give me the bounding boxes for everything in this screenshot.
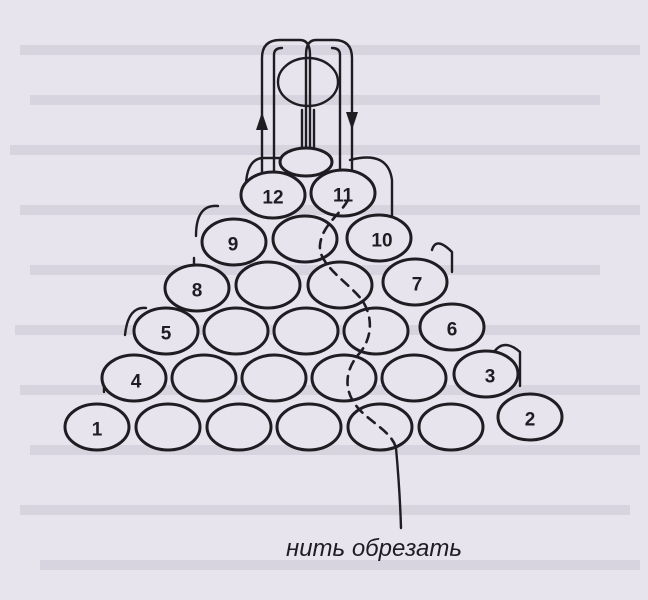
bead [381, 257, 449, 307]
thread-path-dashed [318, 198, 398, 450]
bead-label-8: 8 [192, 281, 203, 302]
bead [275, 402, 343, 452]
side-loops [102, 156, 522, 394]
bead-row-6 [239, 168, 377, 220]
bead [132, 306, 200, 356]
bead-label-9: 9 [228, 235, 239, 256]
bead [205, 402, 273, 452]
bead [380, 353, 448, 403]
bead [306, 260, 374, 310]
bead-labels: 1 2 3 4 5 6 7 8 9 10 11 12 [92, 186, 536, 441]
bead-label-4: 4 [131, 372, 142, 393]
caption-leader-line [394, 446, 403, 530]
top-loop [260, 38, 354, 192]
bead [134, 402, 202, 452]
bead [200, 217, 268, 267]
bead-row-1 [63, 392, 564, 452]
bead [170, 353, 238, 403]
bead [310, 353, 378, 403]
bead [452, 349, 520, 399]
bead-top-partial [278, 146, 334, 178]
bead-label-1: 1 [92, 420, 103, 441]
bead [342, 306, 410, 356]
bead [309, 168, 377, 218]
bead-label-2: 2 [525, 410, 536, 431]
bead [100, 353, 168, 403]
bead [418, 302, 486, 352]
arrow-up [256, 112, 268, 130]
bead-row-4 [163, 257, 449, 313]
caption-cut-thread: нить обрезать [286, 535, 462, 562]
bead [271, 214, 339, 264]
bead-label-11: 11 [333, 186, 354, 207]
bead [234, 260, 302, 310]
bead [417, 402, 485, 452]
bead [202, 306, 270, 356]
background-bleed [10, 45, 640, 570]
arrow-down [346, 112, 358, 130]
bead [496, 392, 564, 442]
bead [272, 306, 340, 356]
bead [163, 263, 231, 313]
bead-row-2 [100, 349, 520, 403]
bead-label-12: 12 [262, 188, 283, 209]
bead [239, 170, 307, 220]
bead [63, 402, 131, 452]
bead [240, 353, 308, 403]
bead-label-3: 3 [485, 367, 496, 388]
bead-label-6: 6 [447, 320, 458, 341]
bead-row-3 [132, 302, 486, 356]
bead [345, 213, 413, 263]
bead-label-5: 5 [161, 324, 172, 345]
bead-label-7: 7 [412, 275, 423, 296]
bead-row-5 [200, 213, 413, 267]
bead-label-10: 10 [371, 231, 392, 252]
